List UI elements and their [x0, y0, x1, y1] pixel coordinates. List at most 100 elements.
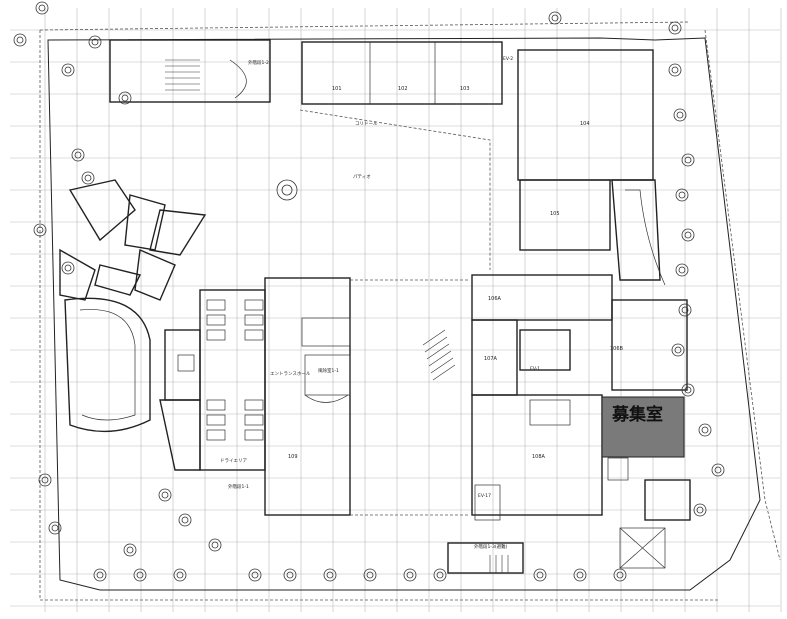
tree-symbol [88, 35, 102, 49]
courtyard [276, 109, 491, 516]
tree-symbol [681, 306, 689, 314]
site-setback-line [39, 21, 781, 601]
tree-symbol [126, 546, 134, 554]
tree-symbol [283, 568, 297, 582]
tree-symbol [64, 264, 72, 272]
unit-label-106b: 106B [610, 346, 624, 352]
tree-symbol [675, 188, 689, 202]
recruiting-room[interactable]: 募集室 [601, 396, 685, 481]
tree-symbol [436, 571, 444, 579]
unit-label-105: 105 [550, 211, 560, 217]
tree-symbol [41, 476, 49, 484]
tree-symbol [208, 538, 222, 552]
tree-symbol [176, 571, 184, 579]
tree-symbol [61, 261, 75, 275]
tree-symbol [33, 223, 47, 237]
tree-symbol [36, 226, 44, 234]
tree-symbol [38, 4, 46, 12]
tree-symbol [251, 571, 259, 579]
tree-symbol [96, 571, 104, 579]
north-block [109, 39, 503, 105]
tree-symbol [286, 571, 294, 579]
unit-label-107a: 107A [484, 356, 498, 362]
tree-symbol [178, 513, 192, 527]
tree-symbol [48, 521, 62, 535]
tree-symbol [673, 108, 687, 122]
stair-north-west [165, 59, 200, 91]
unit-labels: 101 102 103 104 105 106A 106B 107A 108A … [288, 86, 624, 460]
tree-symbol [711, 463, 725, 477]
unit-label-109: 109 [288, 454, 298, 460]
tree-symbol [671, 343, 685, 357]
tree-symbol [181, 516, 189, 524]
unit-label-106a: 106A [488, 296, 502, 302]
tree-symbol [123, 543, 137, 557]
tree-symbol [684, 156, 692, 164]
tree-symbol [533, 568, 547, 582]
tree-symbol [668, 21, 682, 35]
tree-symbol [681, 228, 695, 242]
unit-label-108a: 108A [532, 454, 546, 460]
tree-symbol [363, 568, 377, 582]
tree-symbol [84, 174, 92, 182]
tree-symbol [681, 383, 695, 397]
tree-symbol [81, 171, 95, 185]
tree-symbol [698, 423, 712, 437]
grid-lines [10, 8, 782, 612]
tree-symbol [35, 1, 49, 15]
tree-symbol [161, 491, 169, 499]
tree-symbol [573, 568, 587, 582]
area-labels: エントランスホール 風除室1-1 コリドール パティオ ドライエリア 外階段1-… [220, 56, 540, 550]
tree-symbol [91, 38, 99, 46]
unit-label-101: 101 [332, 86, 342, 92]
tree-symbol [326, 571, 334, 579]
unit-label-104: 104 [580, 121, 590, 127]
tree-symbol [13, 33, 27, 47]
tree-symbol [248, 568, 262, 582]
stair-1-2-label: 外階段1-2 [248, 59, 269, 66]
tree-symbol [678, 303, 692, 317]
tree-symbol [684, 231, 692, 239]
tree-symbol [676, 111, 684, 119]
parking-box [619, 479, 691, 569]
tree-symbol [71, 148, 85, 162]
tree-symbol [38, 473, 52, 487]
tree-symbol [136, 571, 144, 579]
tree-symbol [93, 568, 107, 582]
tree-symbol [158, 488, 172, 502]
tree-symbol [696, 506, 704, 514]
tree-symbol [173, 568, 187, 582]
trees [13, 1, 725, 582]
tree-symbol [121, 94, 129, 102]
tree-symbol [668, 63, 682, 77]
tree-symbol [684, 386, 692, 394]
corridor-label: コリドール [355, 121, 378, 127]
unit-label-103: 103 [460, 86, 470, 92]
tree-symbol [671, 24, 679, 32]
tree-symbol [693, 503, 707, 517]
tree-symbol [323, 568, 337, 582]
tree-symbol [576, 571, 584, 579]
plaza-label: パティオ [353, 174, 371, 180]
tree-symbol [16, 36, 24, 44]
tree-symbol [701, 426, 709, 434]
tree-symbol [366, 571, 374, 579]
tree-symbol [118, 91, 132, 105]
tree-symbol [678, 191, 686, 199]
tree-symbol [61, 63, 75, 77]
tree-symbol [681, 153, 695, 167]
tree-symbol [211, 541, 219, 549]
tree-symbol [406, 571, 414, 579]
ev-1-label: EV-1 [530, 366, 540, 372]
tree-symbol [674, 346, 682, 354]
stair-1-1-label: 外階段1-1 [228, 483, 249, 490]
tree-symbol [551, 14, 559, 22]
tree-symbol [714, 466, 722, 474]
tree-symbol [133, 568, 147, 582]
tree-symbol [616, 571, 624, 579]
tree-symbol [678, 266, 686, 274]
tree-symbol [671, 66, 679, 74]
unit-label-102: 102 [398, 86, 408, 92]
south-stair [447, 542, 524, 574]
